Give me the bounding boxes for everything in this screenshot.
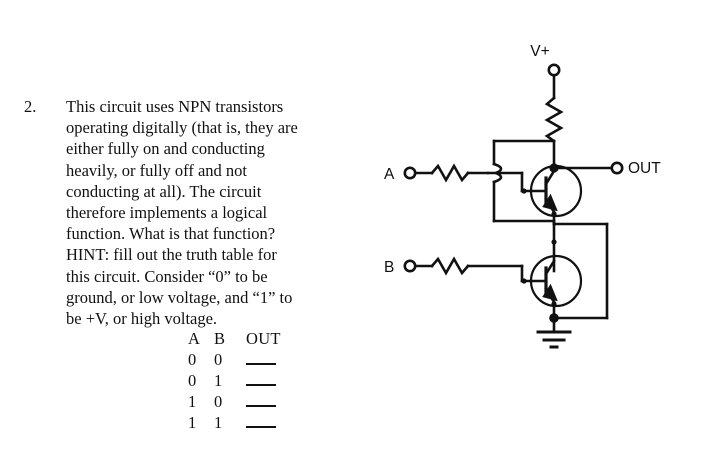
- input-a-terminal-icon: [403, 166, 417, 180]
- cell-out-blank[interactable]: [246, 412, 298, 433]
- truth-table: A B OUT 0 0 0 1 1 0 1 1: [188, 328, 298, 433]
- cell-a: 0: [188, 371, 197, 390]
- output-terminal-icon: [610, 161, 624, 175]
- cell-b: 1: [214, 371, 223, 390]
- table-row: 1 1: [188, 412, 298, 433]
- cell-b: 1: [214, 413, 223, 432]
- answer-blank[interactable]: [246, 363, 276, 365]
- cell-a: 0: [188, 350, 197, 369]
- answer-blank[interactable]: [246, 405, 276, 407]
- transistor-top-emitter-arrow-icon: [542, 193, 558, 212]
- table-row: 1 0: [188, 391, 298, 412]
- question-text: This circuit uses NPN transistors operat…: [66, 97, 298, 329]
- cell-out-blank[interactable]: [246, 349, 298, 370]
- question-number: 2.: [24, 97, 37, 116]
- cell-out-blank[interactable]: [246, 370, 298, 391]
- circuit-svg: V+ OUT A B: [384, 43, 661, 349]
- supply-terminal-icon: [547, 63, 561, 77]
- label-input-a: A: [384, 166, 395, 183]
- question-block: 2. This circuit uses NPN transistors ope…: [24, 96, 304, 329]
- cell-out-blank[interactable]: [246, 391, 298, 412]
- label-output: OUT: [628, 160, 661, 177]
- table-header-row: A B OUT: [188, 328, 298, 349]
- label-supply: V+: [530, 43, 549, 60]
- transistor-bottom-collector-dot: [551, 239, 557, 245]
- answer-blank[interactable]: [246, 384, 276, 386]
- table-row: 0 1: [188, 370, 298, 391]
- label-input-b: B: [384, 259, 394, 276]
- header-b: B: [214, 329, 226, 348]
- cell-a: 1: [188, 413, 197, 432]
- base-resistor-a-icon: [430, 163, 470, 183]
- table-row: 0 0: [188, 349, 298, 370]
- header-a: A: [188, 329, 200, 348]
- cell-b: 0: [214, 392, 223, 411]
- cell-b: 0: [214, 350, 223, 369]
- base-resistor-b-icon: [430, 256, 470, 276]
- transistor-top-emitter-dot: [551, 211, 557, 217]
- answer-blank[interactable]: [246, 426, 276, 428]
- pullup-resistor-icon: [544, 96, 564, 143]
- input-b-terminal-icon: [403, 259, 417, 273]
- cell-a: 1: [188, 392, 197, 411]
- header-out: OUT: [246, 329, 281, 348]
- circuit-diagram: V+ OUT A B: [370, 28, 690, 358]
- transistor-bottom-emitter-arrow-icon: [542, 283, 558, 302]
- transistor-top-collector-lead: [544, 169, 556, 186]
- transistor-bottom-collector-lead: [544, 259, 556, 276]
